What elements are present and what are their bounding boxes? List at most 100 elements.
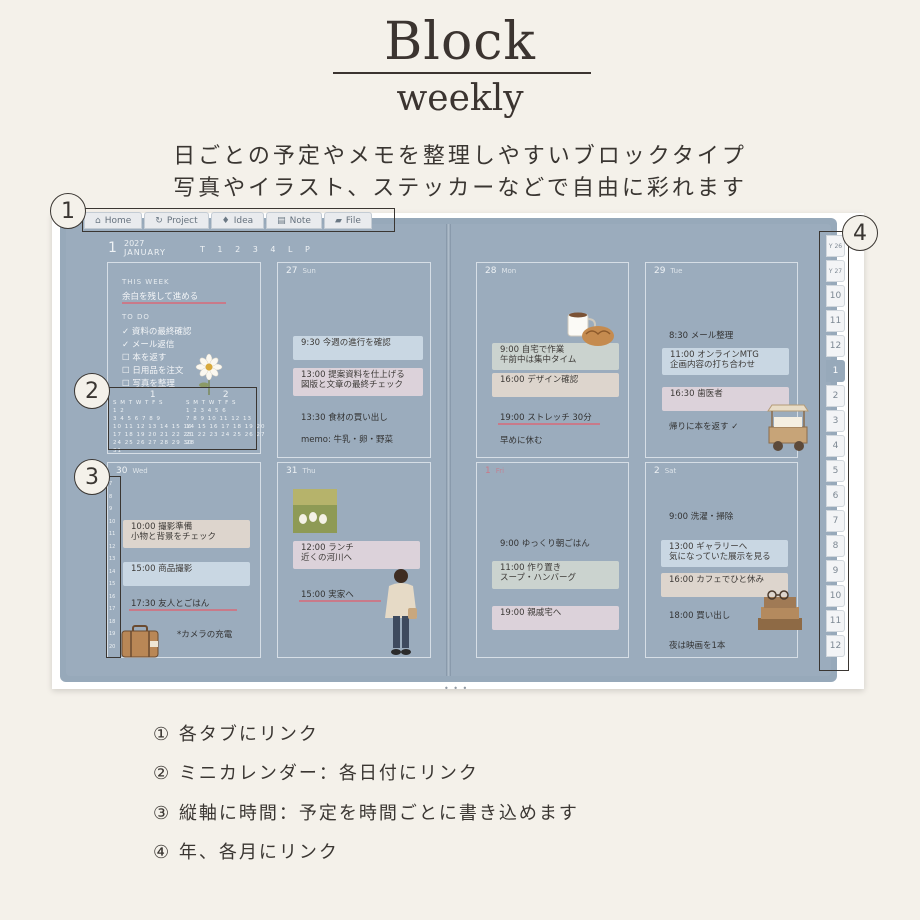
mini-calendar-row[interactable]: 21 22 23 24 25 26 27 [186, 432, 266, 438]
mini-calendar-month: 2 [222, 390, 229, 400]
quarter-links[interactable]: T 1 2 3 4 L P [200, 245, 315, 254]
mini-calendar-row[interactable]: 28 [186, 440, 195, 446]
event-block[interactable]: 10:00 撮影準備小物と背景をチェック [123, 520, 250, 548]
tab-label: Project [166, 215, 198, 226]
hour-tick: 16 [109, 593, 116, 600]
hour-tick: 17 [109, 606, 116, 612]
side-tab-month[interactable]: 2 [826, 385, 845, 407]
mini-calendar-row[interactable]: 14 15 16 17 18 19 20 [186, 424, 266, 430]
refresh-icon: ↻ [155, 215, 163, 226]
bulb-icon: ♦ [221, 215, 230, 226]
feature-item: ④ 年、各月にリンク [153, 842, 339, 863]
side-tab-month[interactable]: 1 [826, 360, 845, 382]
side-tab-month[interactable]: 5 [826, 460, 845, 482]
folder-icon: ▰ [334, 215, 342, 226]
day-note: 8:30 メール整理 [669, 331, 734, 341]
feature-item: ② ミニカレンダー：各日付にリンク [153, 763, 479, 784]
hour-tick: 7 [109, 481, 113, 487]
side-tab-month[interactable]: 9 [826, 560, 845, 582]
todo-item[interactable]: ✓ 資料の最終確認 [122, 327, 192, 337]
tab-label: File [345, 215, 361, 226]
mini-calendar-row[interactable]: 1 2 3 4 5 6 [186, 408, 227, 414]
event-block[interactable]: 16:00 カフェでひと休み [661, 573, 788, 597]
event-block[interactable]: 15:00 商品撮影 [123, 562, 250, 586]
event-block[interactable]: 11:00 作り置きスープ・ハンバーグ [492, 561, 619, 589]
page-title: Block [384, 12, 536, 72]
book-spine [446, 224, 451, 676]
mini-calendar-row[interactable]: 31 [113, 448, 122, 454]
this-week-label: THIS WEEK [122, 278, 170, 286]
side-tab-month[interactable]: 4 [826, 435, 845, 457]
side-tab-year[interactable]: Y 26 [826, 235, 845, 257]
event-block[interactable]: 16:00 デザイン確認 [492, 373, 619, 397]
side-tab-month[interactable]: 3 [826, 410, 845, 432]
tab-file[interactable]: ▰File [323, 212, 372, 229]
tab-project[interactable]: ↻Project [144, 212, 209, 229]
clipboard-icon: ▤ [277, 215, 286, 226]
side-tab-month[interactable]: 12 [826, 335, 845, 357]
month-year: 2027 [124, 239, 145, 248]
annotation-marker-2: 2 [74, 373, 110, 409]
tab-home[interactable]: ⌂Home [84, 212, 143, 229]
event-block[interactable]: 9:00 自宅で作業午前中は集中タイム [492, 343, 619, 370]
side-tab-month[interactable]: 8 [826, 535, 845, 557]
todo-label: TO DO [122, 313, 150, 321]
event-block[interactable]: 19:00 親戚宅へ [492, 606, 619, 630]
mini-calendar-feb[interactable]: 2 S M T W T F S 1 2 3 4 5 6 7 8 9 10 11 … [186, 391, 265, 447]
week-panel [107, 262, 261, 454]
event-block[interactable]: 12:00 ランチ 近くの河川へ [293, 541, 420, 569]
mini-calendar-row[interactable]: 7 8 9 10 11 12 13 [186, 416, 252, 422]
todo-item[interactable]: ✓ メール返信 [122, 340, 175, 350]
mini-calendar-row[interactable]: 1 2 [113, 408, 125, 414]
hour-tick: 12 [109, 543, 116, 550]
hour-tick: 19 [109, 631, 116, 637]
event-block[interactable]: 9:30 今週の進行を確認 [293, 336, 423, 360]
mini-calendar-row[interactable]: 10 11 12 13 14 15 16 [113, 424, 193, 430]
hour-tick: 9 [109, 506, 113, 512]
side-tab-month[interactable]: 10 [826, 585, 845, 607]
event-block[interactable]: 16:30 歯医者 [662, 387, 789, 411]
day-note: *カメラの充電 [177, 630, 233, 640]
event-block[interactable]: 13:00 提案資料を仕上げる図版と文章の最終チェック [293, 368, 423, 396]
tab-idea[interactable]: ♦Idea [210, 212, 265, 229]
note-underline [299, 600, 381, 602]
hour-tick: 14 [109, 568, 116, 575]
day-note: 夜は映画を1本 [669, 641, 726, 651]
side-tab-month[interactable]: 12 [826, 635, 845, 657]
day-note: 17:30 友人とごはん [131, 599, 210, 609]
hour-tick: 13 [109, 556, 116, 562]
side-tab-year[interactable]: Y 27 [826, 260, 845, 282]
mini-calendar-row[interactable]: 24 25 26 27 28 29 30 [113, 440, 193, 446]
side-tab-month[interactable]: 11 [826, 310, 845, 332]
tab-note[interactable]: ▤Note [266, 212, 322, 229]
person-sticker [385, 569, 417, 655]
hour-tick: 15 [109, 581, 116, 587]
goal-underline [122, 302, 226, 304]
todo-item[interactable]: ☐ 写真を整理 [122, 379, 175, 389]
mini-calendar-row[interactable]: 17 18 19 20 21 22 23 [113, 432, 193, 438]
note-underline [129, 609, 237, 611]
side-tab-month[interactable]: 10 [826, 285, 845, 307]
side-tab-month[interactable]: 6 [826, 485, 845, 507]
side-tab-month[interactable]: 11 [826, 610, 845, 632]
mini-calendar-jan[interactable]: 1 S M T W T F S 1 2 3 4 5 6 7 8 9 10 11 … [113, 391, 192, 455]
todo-item[interactable]: ☐ 本を返す [122, 353, 167, 363]
mini-calendar-row[interactable]: 3 4 5 6 7 8 9 [113, 416, 161, 422]
todo-item[interactable]: ☐ 日用品を注文 [122, 366, 184, 376]
side-tab-month[interactable]: 7 [826, 510, 845, 532]
event-block[interactable]: 13:00 ギャラリーへ気になっていた展示を見る [661, 540, 788, 567]
day-note: 帰りに本を返す ✓ [669, 422, 739, 432]
